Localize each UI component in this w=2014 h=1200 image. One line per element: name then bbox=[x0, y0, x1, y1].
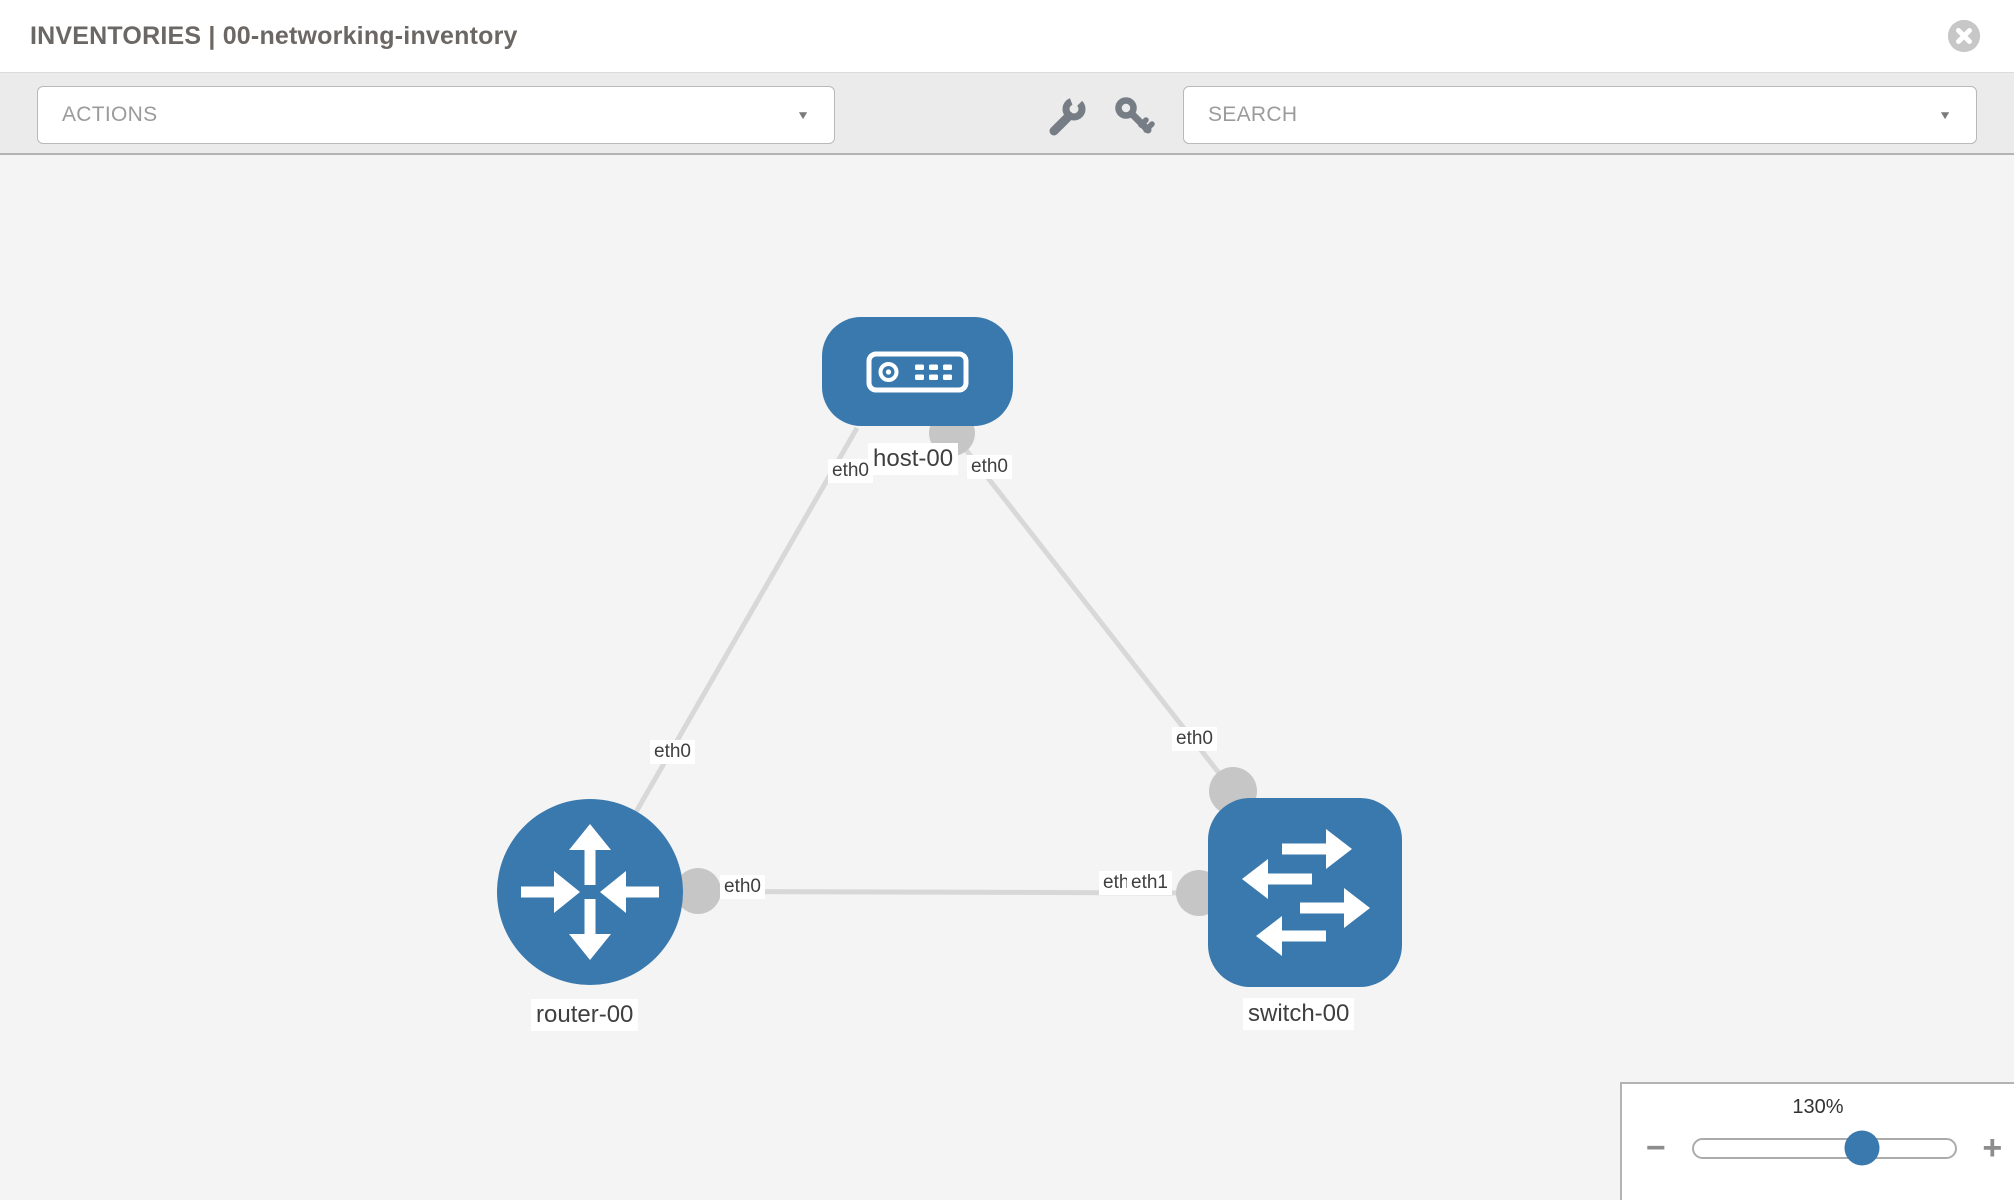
zoom-level-label: 130% bbox=[1792, 1096, 1844, 1118]
chevron-down-icon: ▼ bbox=[796, 108, 810, 122]
iface-label-router-right: eth0 bbox=[720, 875, 765, 899]
iface-label-host-right: eth0 bbox=[967, 455, 1012, 479]
chevron-down-icon: ▼ bbox=[1938, 108, 1952, 122]
minus-icon: − bbox=[1645, 1129, 1666, 1167]
node-switch-00[interactable] bbox=[1208, 798, 1402, 987]
iface-label-switch-top: eth0 bbox=[1172, 727, 1217, 751]
page-title: INVENTORIES | 00-networking-inventory bbox=[30, 21, 518, 50]
toolbar: ACTIONS ▼ SE bbox=[0, 72, 2014, 155]
actions-dropdown[interactable]: ACTIONS ▼ bbox=[37, 86, 835, 144]
zoom-slider-thumb[interactable] bbox=[1844, 1130, 1880, 1166]
search-dropdown[interactable]: SEARCH ▼ bbox=[1183, 86, 1977, 144]
node-label-host-00: host-00 bbox=[868, 443, 959, 475]
server-icon bbox=[866, 351, 969, 393]
topology-canvas[interactable]: host-00 router-00 switch-00 eth0 eth0 et… bbox=[0, 157, 2014, 1200]
router-icon bbox=[521, 824, 659, 960]
key-button[interactable] bbox=[1112, 95, 1156, 139]
close-button[interactable] bbox=[1948, 20, 1980, 52]
zoom-panel: 130% − + bbox=[1620, 1082, 2014, 1200]
header: INVENTORIES | 00-networking-inventory bbox=[0, 0, 2014, 72]
zoom-in-button[interactable]: + bbox=[1971, 1131, 2014, 1165]
search-dropdown-label: SEARCH bbox=[1208, 103, 1298, 126]
zoom-out-button[interactable]: − bbox=[1634, 1131, 1678, 1165]
iface-dot-router-right bbox=[675, 868, 721, 914]
zoom-slider-track[interactable] bbox=[1691, 1130, 1957, 1166]
node-host-00[interactable] bbox=[822, 317, 1013, 426]
iface-label-router-top: eth0 bbox=[650, 740, 695, 764]
plus-icon: + bbox=[1982, 1129, 2003, 1167]
key-icon bbox=[1112, 97, 1156, 142]
iface-label-switch-left: eth1 bbox=[1127, 871, 1172, 895]
wrench-icon bbox=[1046, 93, 1090, 142]
node-label-router-00: router-00 bbox=[531, 999, 639, 1031]
configure-button[interactable] bbox=[1046, 93, 1090, 142]
close-icon bbox=[1948, 20, 1980, 52]
node-label-switch-00: switch-00 bbox=[1243, 998, 1355, 1030]
switch-icon bbox=[1242, 829, 1370, 956]
iface-label-host-left: eth0 bbox=[828, 459, 873, 483]
topology-graph bbox=[497, 317, 1402, 987]
node-router-00[interactable] bbox=[497, 799, 683, 985]
actions-dropdown-label: ACTIONS bbox=[62, 103, 158, 126]
